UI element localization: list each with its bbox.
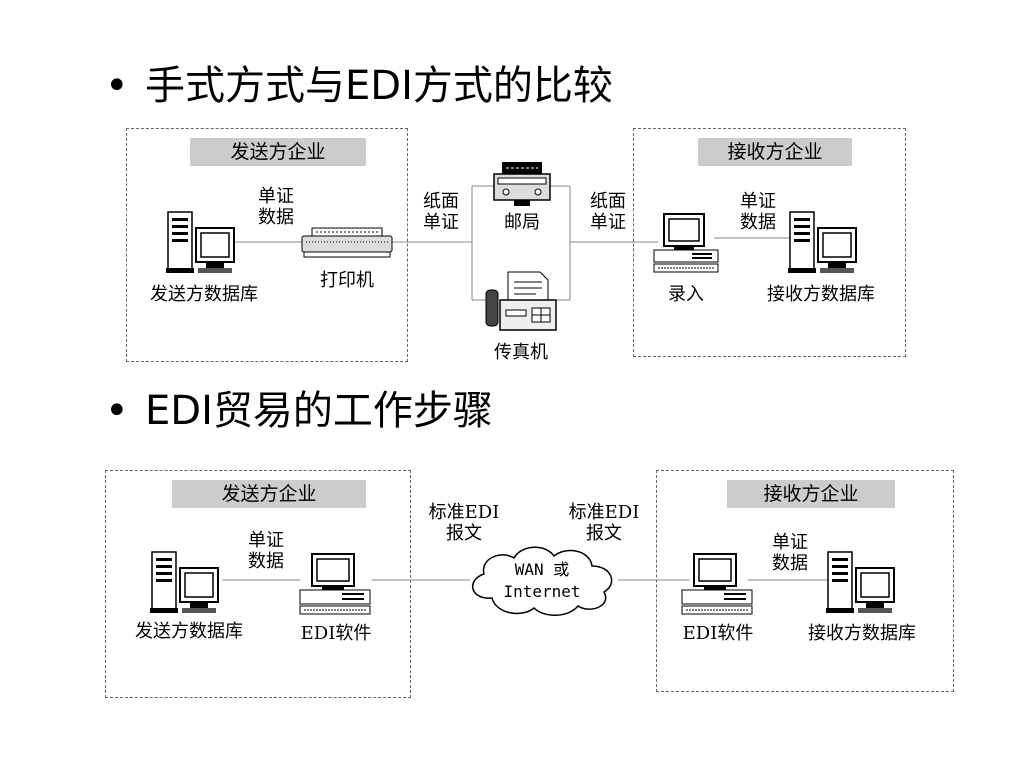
doc-data-line2: 数据: [258, 207, 294, 228]
std-edi-label-left: 标准EDI 报文: [416, 502, 512, 544]
doc-data-line2: 数据: [740, 212, 776, 233]
receiver-db-label: 接收方数据库: [767, 284, 875, 305]
database-computer-icon: [826, 551, 895, 613]
wan-line1: WAN 或: [514, 560, 570, 579]
doc-data-line2: 数据: [248, 551, 284, 572]
fax-icon: [485, 271, 557, 331]
post-office-label: 邮局: [504, 212, 540, 233]
edi-doc-data-label: 单证 数据: [238, 530, 294, 572]
cloud-icon: [472, 546, 613, 616]
heading-manual-vs-edi: • 手式方式与EDI方式的比较: [105, 62, 613, 110]
sender-db-label: 发送方数据库: [150, 284, 258, 305]
edi-sender-company-box: [105, 470, 411, 698]
paper-doc-label-right: 纸面 单证: [580, 191, 636, 233]
doc-data-line1: 单证: [248, 530, 284, 551]
edi-receiver-company-box: [656, 470, 954, 692]
doc-data-line1: 单证: [740, 191, 776, 212]
receiver-company-box: [633, 128, 906, 357]
paper-doc-line2: 单证: [423, 212, 459, 233]
edi-software-label-right: EDI软件: [682, 623, 754, 644]
wan-label: WAN 或 Internet: [480, 559, 604, 603]
wan-line2: Internet: [503, 582, 581, 601]
fax-label: 传真机: [494, 342, 548, 363]
edi-receiver-db-label: 接收方数据库: [808, 623, 916, 644]
sender-company-box: [126, 128, 408, 362]
database-computer-icon: [166, 211, 235, 273]
doc-data-line1: 单证: [258, 186, 294, 207]
computer-icon: [681, 553, 753, 615]
paper-doc-label-left: 纸面 单证: [413, 191, 469, 233]
paper-doc-line2: 单证: [590, 212, 626, 233]
std-edi-line1: 标准EDI: [428, 502, 500, 523]
edi-sender-db-label: 发送方数据库: [135, 621, 243, 642]
sender-company-label: 发送方企业: [190, 138, 366, 166]
doc-data-line1: 单证: [772, 532, 808, 553]
printer-label: 打印机: [320, 270, 374, 291]
printer-icon: [301, 227, 393, 258]
std-edi-line2: 报文: [586, 523, 622, 544]
edi-sender-company-label: 发送方企业: [172, 480, 366, 508]
doc-data-label: 单证 数据: [248, 186, 304, 228]
heading-text: EDI贸易的工作步骤: [145, 388, 493, 434]
std-edi-line2: 报文: [446, 523, 482, 544]
edi-doc-data-label-right: 单证 数据: [762, 532, 818, 574]
bullet: •: [105, 63, 129, 109]
std-edi-label-right: 标准EDI 报文: [556, 502, 652, 544]
database-computer-icon: [788, 211, 857, 273]
post-office-icon: [493, 162, 551, 206]
computer-icon: [299, 553, 371, 615]
database-computer-icon: [150, 551, 219, 613]
std-edi-line1: 标准EDI: [568, 502, 640, 523]
entry-label: 录入: [668, 284, 704, 305]
bullet: •: [105, 388, 129, 434]
edi-software-label-left: EDI软件: [300, 623, 372, 644]
heading-text: 手式方式与EDI方式的比较: [145, 63, 613, 109]
paper-doc-line1: 纸面: [590, 191, 626, 212]
heading-edi-steps: • EDI贸易的工作步骤: [105, 387, 493, 435]
doc-data-line2: 数据: [772, 553, 808, 574]
receiver-company-label: 接收方企业: [698, 138, 852, 166]
edi-receiver-company-label: 接收方企业: [727, 480, 895, 508]
computer-icon: [653, 213, 719, 273]
doc-data-label-right: 单证 数据: [730, 191, 786, 233]
paper-doc-line1: 纸面: [423, 191, 459, 212]
